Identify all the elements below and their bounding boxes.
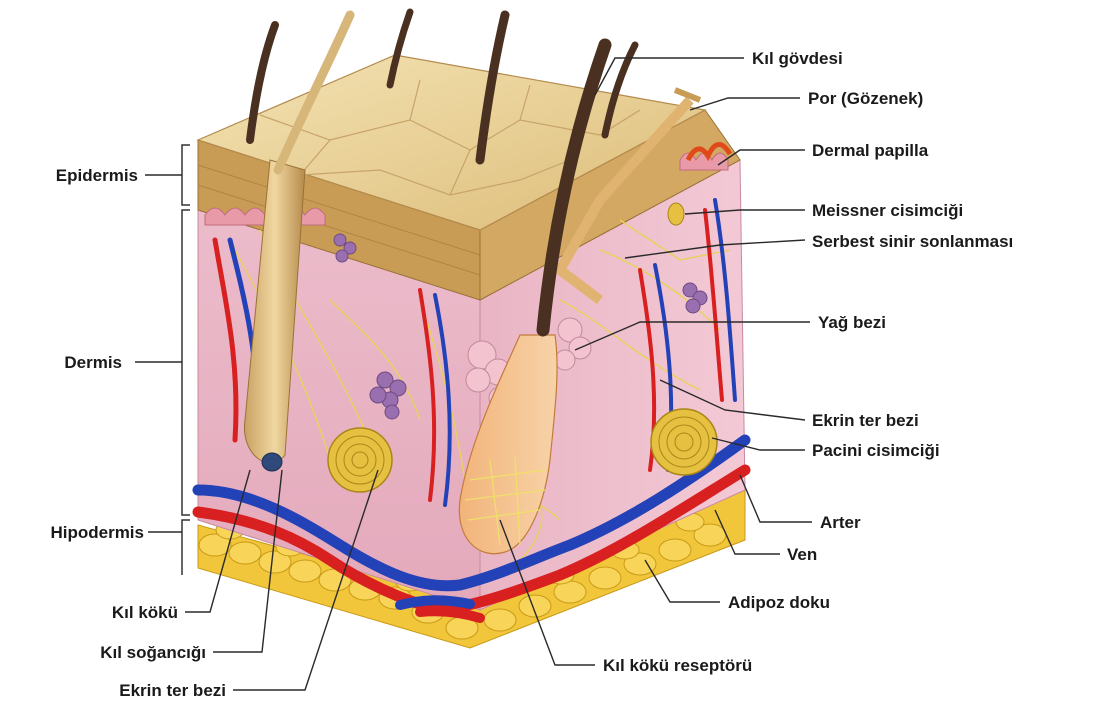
label-kil-koku: Kıl kökü xyxy=(112,603,178,622)
label-dermis: Dermis xyxy=(64,353,122,372)
label-kil-sogancigi: Kıl soğancığı xyxy=(100,643,206,662)
label-hipodermis: Hipodermis xyxy=(50,523,144,542)
label-meissner: Meissner cisimciği xyxy=(812,201,963,220)
right-leaders xyxy=(500,58,812,665)
label-kil-govdesi: Kıl gövdesi xyxy=(752,49,843,68)
label-serbest-sinir: Serbest sinir sonlanması xyxy=(812,232,1013,251)
layer-brackets xyxy=(135,145,190,575)
label-kil-koku-reseptoru: Kıl kökü reseptörü xyxy=(603,656,752,675)
label-ven: Ven xyxy=(787,545,817,564)
label-ekrin-ter-bezi-left: Ekrin ter bezi xyxy=(119,681,226,700)
leader-kil-sogancigi xyxy=(213,470,282,652)
label-adipoz-doku: Adipoz doku xyxy=(728,593,830,612)
label-epidermis: Epidermis xyxy=(56,166,138,185)
label-arter: Arter xyxy=(820,513,861,532)
label-por: Por (Gözenek) xyxy=(808,89,923,108)
leader-ekrin-left xyxy=(233,470,378,690)
label-pacini: Pacini cisimciği xyxy=(812,441,940,460)
label-yag-bezi: Yağ bezi xyxy=(818,313,886,332)
label-dermal-papilla: Dermal papilla xyxy=(812,141,929,160)
label-ekrin-ter-bezi-right: Ekrin ter bezi xyxy=(812,411,919,430)
leader-kil-koku xyxy=(185,470,250,612)
